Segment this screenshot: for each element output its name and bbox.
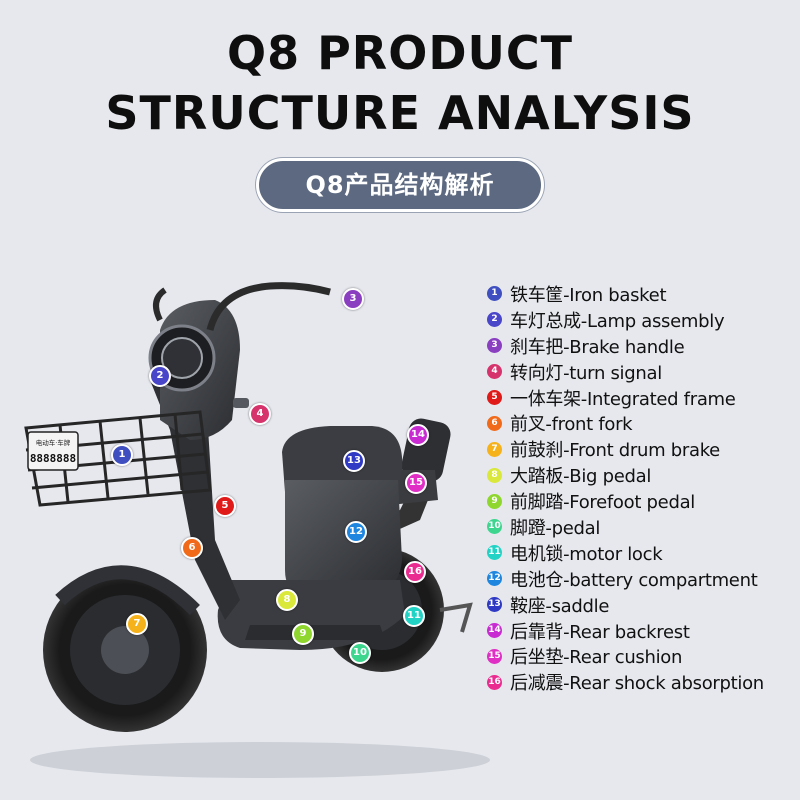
legend-number-badge: 4 [487,364,502,380]
legend-number-badge: 5 [487,390,502,405]
legend-label: 一体车架-Integrated frame [510,388,736,410]
part-marker: 14 [407,424,429,446]
part-marker: 13 [343,450,365,472]
part-marker: 15 [405,472,427,494]
legend-number-badge: 9 [487,493,502,509]
legend-item: 5 一体车架-Integrated frame [487,385,797,411]
license-plate: 电动车·车牌 8888888 [27,431,79,471]
part-marker: 11 [403,605,425,627]
legend-item: 10 脚蹬-pedal [487,514,797,540]
legend-item: 4 转向灯-turn signal [487,359,797,385]
part-marker: 10 [349,642,371,664]
legend-number-badge: 16 [487,674,502,690]
legend-item: 11 电机锁-motor lock [487,540,797,566]
legend-label: 前脚踏-Forefoot pedal [510,492,695,514]
legend-item: 6 前叉-front fork [487,410,797,436]
legend-label: 前鼓刹-Front drum brake [510,440,720,462]
legend-item: 16 后减震-Rear shock absorption [487,669,797,695]
legend-label: 转向灯-turn signal [510,362,662,384]
part-marker: 2 [149,365,171,387]
license-plate-top: 电动车·车牌 [36,438,71,447]
legend-label: 脚蹬-pedal [510,517,601,539]
legend-item: 13 鞍座-saddle [487,592,797,618]
scooter-illustration: 电动车·车牌 8888888 [24,282,490,778]
legend-number-badge: 1 [487,286,502,302]
legend-number-badge: 12 [487,571,502,587]
legend-number-badge: 8 [487,467,502,483]
legend-label: 前叉-front fork [510,414,633,436]
legend-number-badge: 11 [487,545,502,561]
part-marker: 12 [345,521,367,543]
legend-number-badge: 3 [487,338,502,354]
legend-number-badge: 7 [487,441,502,457]
legend-label: 刹车把-Brake handle [510,336,685,358]
legend-item: 9 前脚踏-Forefoot pedal [487,488,797,514]
part-marker: 4 [249,403,271,425]
part-marker: 8 [276,589,298,611]
parts-legend: 1 铁车筐-Iron basket 2 车灯总成-Lamp assembly 3 刹车把-… [487,281,797,695]
legend-label: 大踏板-Big pedal [510,466,652,488]
legend-item: 8 大踏板-Big pedal [487,462,797,488]
part-marker: 16 [404,561,426,583]
license-plate-number: 8888888 [30,452,76,465]
legend-number-badge: 10 [487,519,502,535]
legend-label: 后坐垫-Rear cushion [510,647,683,669]
legend-label: 电机锁-motor lock [510,543,663,565]
legend-item: 15 后坐垫-Rear cushion [487,643,797,669]
legend-label: 鞍座-saddle [510,595,610,617]
legend-label: 后减震-Rear shock absorption [510,673,764,695]
part-marker: 3 [342,288,364,310]
legend-number-badge: 6 [487,415,502,431]
legend-number-badge: 15 [487,648,502,664]
legend-label: 铁车筐-Iron basket [510,284,667,306]
part-marker: 7 [126,613,148,635]
legend-label: 电池仓-battery compartment [510,569,758,591]
legend-number-badge: 13 [487,597,502,613]
part-marker: 9 [292,623,314,645]
legend-label: 车灯总成-Lamp assembly [510,310,725,332]
title-line-2: STRUCTURE ANALYSIS [105,86,695,140]
part-marker: 1 [111,444,133,466]
legend-item: 14 后靠背-Rear backrest [487,618,797,644]
legend-item: 7 前鼓刹-Front drum brake [487,436,797,462]
title-line-1: Q8 PRODUCT [226,26,574,80]
legend-item: 3 刹车把-Brake handle [487,333,797,359]
legend-number-badge: 14 [487,623,502,639]
legend-item: 1 铁车筐-Iron basket [487,281,797,307]
legend-item: 2 车灯总成-Lamp assembly [487,307,797,333]
legend-number-badge: 2 [487,312,502,328]
front-wheel [43,565,207,732]
legend-item: 12 电池仓-battery compartment [487,566,797,592]
subtitle-pill: Q8产品结构解析 [256,158,544,212]
legend-label: 后靠背-Rear backrest [510,621,690,643]
part-marker: 5 [214,495,236,517]
part-marker: 6 [181,537,203,559]
